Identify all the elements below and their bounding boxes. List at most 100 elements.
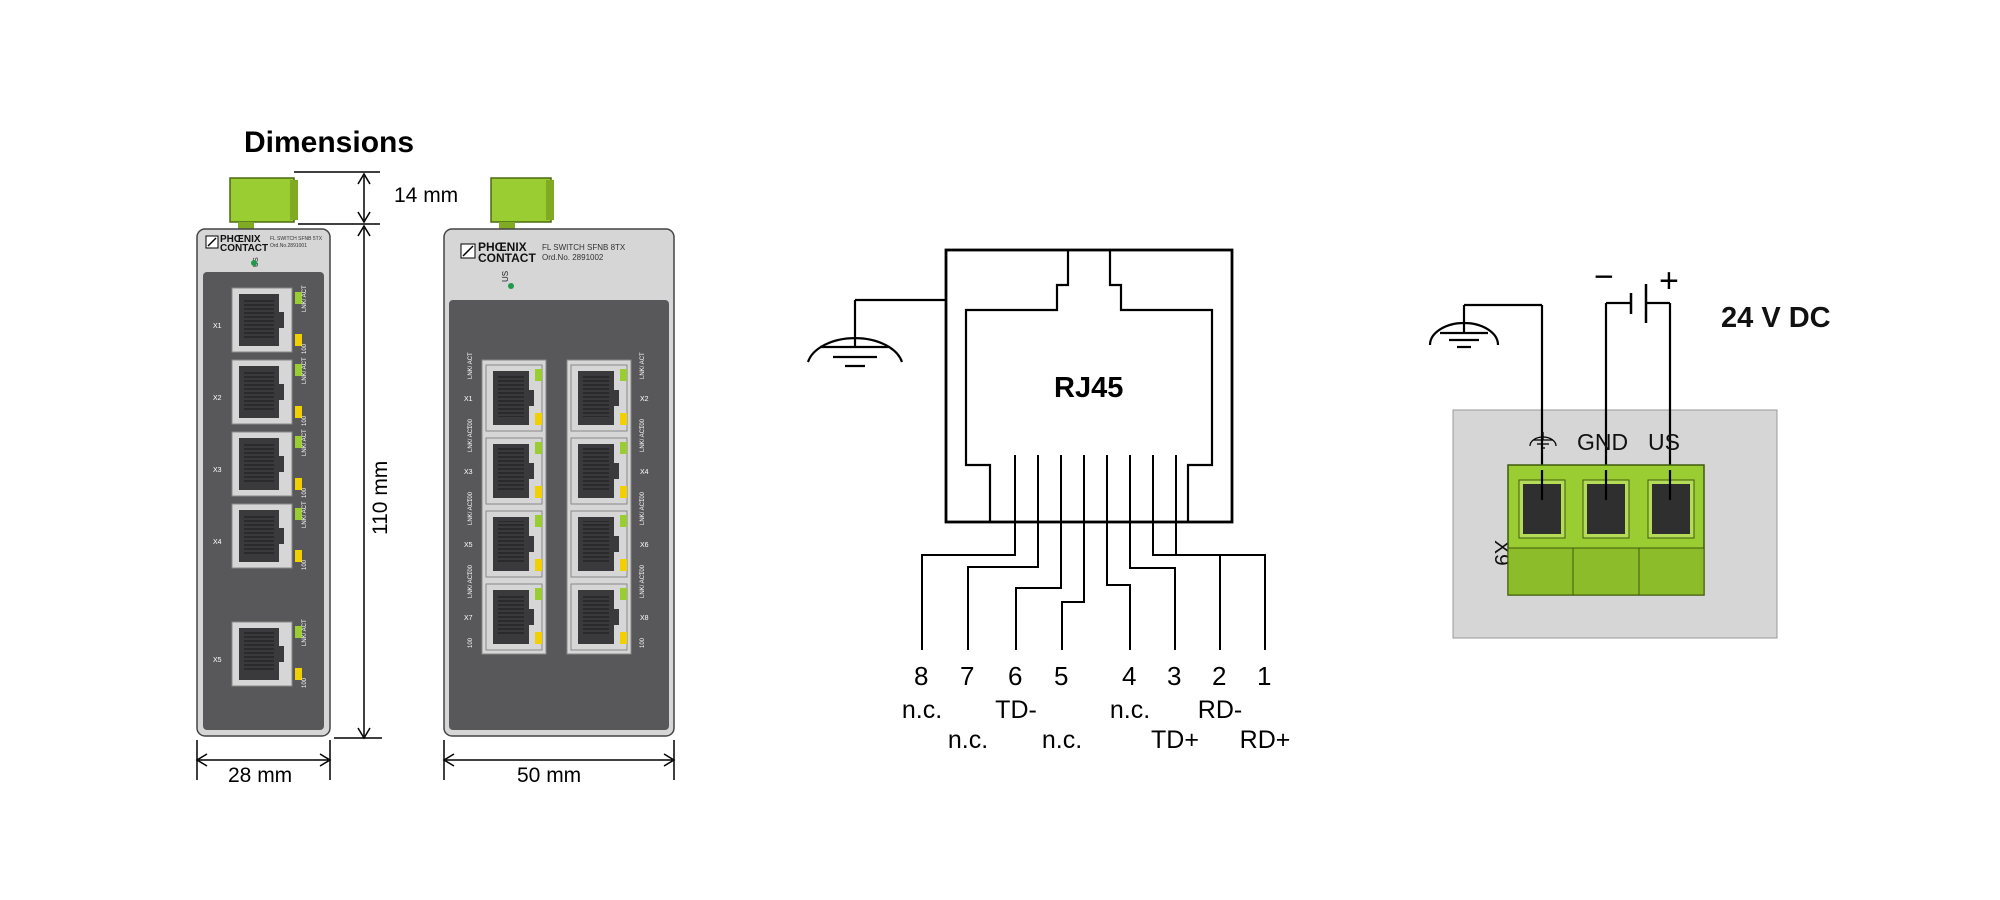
lnk-act-label: LNK/ ACT — [640, 571, 646, 598]
speed-led — [295, 668, 302, 680]
pin-signal: n.c. — [1110, 696, 1150, 724]
rj45-jack-outline — [944, 248, 1234, 524]
lnk-act-label: LNK/ ACT — [302, 429, 308, 456]
pin-signal: TD- — [995, 696, 1037, 724]
speed-label: 100 — [302, 343, 308, 354]
lnk-led — [295, 292, 302, 304]
port-x1 — [485, 364, 543, 432]
pin-signal: n.c. — [948, 726, 988, 754]
port-label: X1 — [213, 323, 222, 330]
pin-number: 5 — [1054, 661, 1068, 691]
port-x4 — [570, 437, 628, 505]
pin-number: 6 — [1008, 661, 1022, 691]
lnk-led — [620, 369, 627, 381]
terminal-screw — [1518, 479, 1566, 539]
speed-led — [535, 559, 542, 571]
port-label: X2 — [213, 395, 222, 402]
speed-led — [295, 550, 302, 562]
lnk-act-label: LNK/ ACT — [302, 357, 308, 384]
lnk-act-label: LNK/ ACT — [302, 285, 308, 312]
port-x6 — [570, 510, 628, 578]
dim-14mm — [294, 171, 380, 225]
dimensions-title: Dimensions — [244, 126, 414, 159]
speed-label: 100 — [640, 564, 646, 575]
lnk-act-label: LNK/ ACT — [640, 425, 646, 452]
speed-label: 100 — [640, 491, 646, 502]
dim-110mm — [334, 224, 382, 740]
dim-28mm-label: 28 mm — [228, 764, 292, 787]
pin-signal: n.c. — [902, 696, 942, 724]
power-plug-top — [490, 177, 554, 229]
port-x5 — [485, 510, 543, 578]
rj45-pin-3: 3TD+ — [1129, 455, 1199, 754]
port-x2 — [231, 359, 293, 425]
port-label: X8 — [640, 615, 649, 622]
speed-led — [620, 559, 627, 571]
speed-led — [535, 486, 542, 498]
port-x7 — [485, 583, 543, 651]
rj45-title: RJ45 — [1054, 372, 1123, 404]
rj45-pin-4: 4 n.c. — [1106, 455, 1150, 724]
rj45-pins: 8n.c.7n.c.6TD-5n.c.4n.c.3TD+2RD-1RD+ — [902, 455, 1290, 754]
dim-28mm — [195, 740, 332, 780]
port-x8 — [570, 583, 628, 651]
lnk-act-label: LNK/ ACT — [640, 498, 646, 525]
speed-label: 100 — [640, 418, 646, 429]
lnk-led — [535, 442, 542, 454]
port-x3 — [231, 431, 293, 497]
pin-number: 4 — [1122, 661, 1136, 691]
port-label: X4 — [213, 539, 222, 546]
port-x4 — [231, 503, 293, 569]
lnk-act-label: LNK/ ACT — [302, 619, 308, 646]
phoenix-logo: PHŒNIX CONTACT — [205, 234, 268, 254]
speed-label: 100 — [640, 637, 646, 648]
us-label: US — [501, 271, 510, 282]
port-label: X5 — [464, 542, 473, 549]
port-label: X3 — [213, 467, 222, 474]
phoenix-logo: PHŒNIX CONTACT — [460, 240, 536, 265]
speed-label: 100 — [302, 559, 308, 570]
us-terminal-label: US — [1648, 429, 1680, 455]
model-label: FL SWITCH SFNB 8TX — [542, 243, 626, 252]
minus-sign: − — [1594, 258, 1614, 296]
speed-led — [295, 406, 302, 418]
pin-number: 7 — [960, 661, 974, 691]
rj45-pin-1: 1RD+ — [1175, 455, 1290, 754]
port-x5 — [231, 621, 293, 687]
speed-label: 100 — [468, 637, 474, 648]
lnk-led — [295, 436, 302, 448]
lnk-led — [535, 588, 542, 600]
lnk-led — [295, 508, 302, 520]
speed-led — [620, 486, 627, 498]
device-large: PHŒNIX CONTACT FL SWITCH SFNB 8TX Ord.No… — [443, 177, 675, 737]
voltage-label: 24 V DC — [1721, 302, 1831, 334]
dim-110mm-label: 110 mm — [369, 461, 392, 535]
port-x1 — [231, 287, 293, 353]
svg-text:PHŒNIX: PHŒNIX — [220, 234, 261, 245]
speed-led — [295, 478, 302, 490]
pin-signal: RD- — [1198, 696, 1242, 724]
port-label: X3 — [464, 469, 473, 476]
port-label: X5 — [213, 657, 222, 664]
rj45-socket-contour — [964, 250, 1214, 522]
speed-label: 100 — [468, 564, 474, 575]
port-label: X2 — [640, 396, 649, 403]
lnk-led — [620, 442, 627, 454]
lnk-act-label: LNK/ ACT — [468, 352, 474, 379]
pin-number: 1 — [1257, 661, 1271, 691]
speed-label: 100 — [302, 487, 308, 498]
svg-text:CONTACT: CONTACT — [220, 243, 268, 254]
rj45-pin-5: 5n.c. — [1042, 455, 1085, 754]
power-terminal: − + 24 V DC GND US X9 — [1428, 258, 1831, 639]
lnk-led — [535, 515, 542, 527]
dim-50mm-label: 50 mm — [517, 764, 581, 787]
model-label: FL SWITCH SFNB 5TX — [270, 236, 323, 242]
lnk-led — [620, 588, 627, 600]
rj45-diagram — [806, 248, 1234, 524]
lnk-led — [620, 515, 627, 527]
lnk-act-label: LNK/ ACT — [302, 501, 308, 528]
speed-label: 100 — [468, 418, 474, 429]
